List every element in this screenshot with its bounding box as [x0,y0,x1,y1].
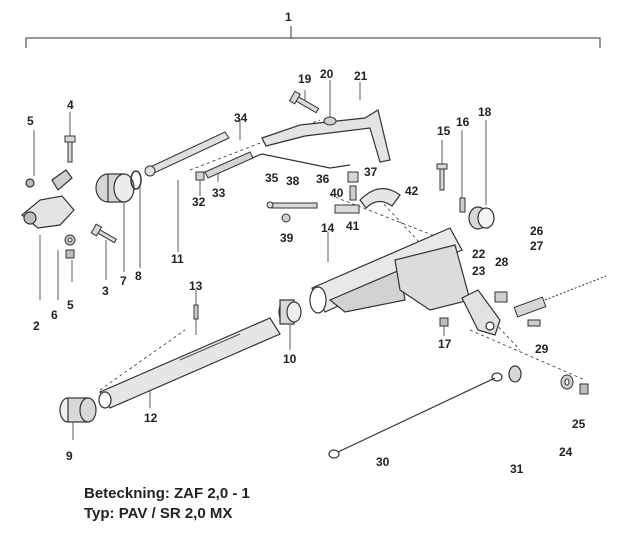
part-29-pin [527,319,541,327]
callout-29: 29 [535,342,549,356]
callout-1: 1 [285,10,292,24]
part-30-cable [328,372,503,459]
part-4-bolt [64,135,76,163]
caption-designation: Beteckning: ZAF 2,0 - 1 [84,485,250,502]
callout-38: 38 [286,174,300,188]
part-38-rod [266,201,318,209]
part-18-ring [468,206,495,230]
callout-10: 10 [283,352,297,366]
callout-15: 15 [437,124,451,138]
callout-36: 36 [316,172,330,186]
callout-19: 19 [298,72,312,86]
callout-18: 18 [478,105,492,119]
callout-26: 26 [530,224,544,238]
callout-3: 3 [102,284,109,298]
callout-39: 39 [280,231,294,245]
callout-9: 9 [66,449,73,463]
part-15-bolt [436,163,448,191]
callout-35: 35 [265,171,279,185]
callout-28: 28 [495,255,509,269]
part-31-sleeve [508,365,522,383]
part-24-washer [560,374,574,390]
callout-14: 14 [321,221,335,235]
part-40-pin [349,185,357,201]
callout-34: 34 [234,111,248,125]
callout-24: 24 [559,445,573,459]
part-12-tube [98,317,281,409]
part-2-yoke [21,169,75,229]
part-11-rod [144,131,230,177]
callout-27: 27 [530,239,544,253]
part-34-spring [195,151,254,181]
part-28-clip [494,291,508,303]
callout-7: 7 [120,274,127,288]
part-20-washer [323,116,337,126]
part-19-bolt [288,90,320,114]
callout-8: 8 [135,269,142,283]
callout-6: 6 [51,308,58,322]
part-8-ring [130,170,142,190]
callout-5b: 5 [67,298,74,312]
callout-33: 33 [212,186,226,200]
part-27-cable [544,275,607,301]
part-42-sector [359,188,401,209]
part-26-cable-end [513,296,547,318]
part-39-nut [281,213,291,223]
callout-22: 22 [472,247,486,261]
part-6-washer [64,234,76,246]
callout-11: 11 [171,252,184,266]
part-41-link [334,204,360,214]
part-23-lever [461,289,501,336]
assembly-bracket [25,26,601,48]
callout-37: 37 [364,165,378,179]
callout-13: 13 [189,279,203,293]
callout-40: 40 [330,186,344,200]
callout-32: 32 [192,195,206,209]
callout-16: 16 [456,115,470,129]
caption-type: Typ: PAV / SR 2,0 MX [84,505,233,522]
part-17-nut [439,317,449,327]
part-13-pin [193,304,199,320]
part-16-pin [459,197,466,213]
callout-30: 30 [376,455,390,469]
part-5-nut [65,249,75,259]
part-25-nut [579,383,589,395]
callout-20: 20 [320,67,334,81]
callout-41: 41 [346,219,360,233]
callout-17: 17 [438,337,452,351]
part-10-bearing [278,299,302,325]
callout-2: 2 [33,319,40,333]
callout-31: 31 [510,462,524,476]
part-3-bolt [90,223,118,244]
callout-4: 4 [67,98,74,112]
part-7-coupling [95,173,135,203]
callout-5a: 5 [27,114,34,128]
part-35-wire [251,153,351,169]
callout-12: 12 [144,411,158,425]
callout-21: 21 [354,69,368,83]
callout-42: 42 [405,184,419,198]
part-9-bush [59,397,97,423]
part-14-housing [309,227,471,314]
callout-25: 25 [572,417,586,431]
callout-23: 23 [472,264,486,278]
part-36-pawl [347,171,359,183]
